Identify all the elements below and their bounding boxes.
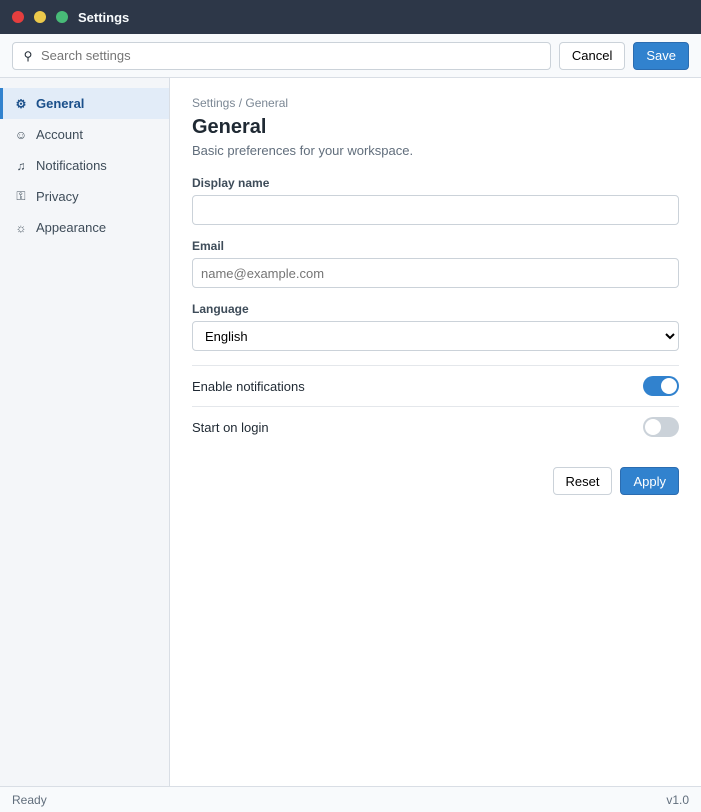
start-on-login-toggle[interactable] bbox=[643, 417, 679, 437]
sidebar-item-label: Notifications bbox=[36, 158, 107, 173]
maximize-window-button[interactable] bbox=[56, 11, 68, 23]
search-input[interactable] bbox=[41, 48, 542, 63]
sidebar: ⚙ General ☺ Account ♫ Notifications ⚿ Pr… bbox=[0, 78, 170, 786]
form-actions: Reset Apply bbox=[192, 467, 679, 495]
save-button[interactable]: Save bbox=[633, 41, 689, 70]
page-title: General bbox=[192, 116, 267, 138]
minimize-window-button[interactable] bbox=[34, 11, 46, 23]
gear-icon: ⚙ bbox=[15, 96, 27, 111]
cancel-button[interactable]: Cancel bbox=[558, 41, 626, 70]
toolbar: ⚲ Cancel Save bbox=[0, 34, 701, 78]
name-field-group: Display name bbox=[192, 176, 679, 225]
status-bar: Ready v1.0 bbox=[0, 786, 701, 812]
apply-button[interactable]: Apply bbox=[620, 467, 679, 495]
search-box: ⚲ bbox=[12, 41, 551, 70]
title-bar: Settings bbox=[0, 0, 701, 34]
language-field-label: Language bbox=[192, 302, 249, 316]
status-text: Ready bbox=[12, 792, 47, 807]
sidebar-item-label: General bbox=[36, 96, 85, 111]
window-title: Settings bbox=[78, 9, 130, 25]
sidebar-item-label: Privacy bbox=[36, 189, 79, 204]
page-subtitle: Basic preferences for your workspace. bbox=[192, 143, 414, 158]
toggle-row: Enable notifications bbox=[192, 365, 679, 406]
sidebar-item-general[interactable]: ⚙ General bbox=[0, 88, 169, 119]
sidebar-item-label: Account bbox=[36, 127, 83, 142]
toggle-label: Start on login bbox=[192, 419, 269, 435]
version-text: v1.0 bbox=[666, 792, 689, 807]
email-field[interactable] bbox=[192, 258, 679, 288]
sidebar-item-appearance[interactable]: ☼ Appearance bbox=[0, 212, 169, 243]
breadcrumb: Settings / General bbox=[192, 96, 289, 110]
reset-button[interactable]: Reset bbox=[552, 467, 613, 495]
toggle-row: Start on login bbox=[192, 406, 679, 447]
user-icon: ☺ bbox=[14, 127, 28, 142]
sidebar-item-privacy[interactable]: ⚿ Privacy bbox=[0, 181, 169, 212]
email-field-label: Email bbox=[192, 239, 225, 253]
language-select[interactable]: English bbox=[192, 321, 679, 351]
bell-icon: ♫ bbox=[16, 158, 26, 173]
language-field-group: Language English bbox=[192, 302, 679, 351]
sidebar-item-label: Appearance bbox=[36, 220, 107, 235]
sidebar-item-notifications[interactable]: ♫ Notifications bbox=[0, 150, 169, 181]
palette-icon: ☼ bbox=[15, 220, 27, 235]
lock-icon: ⚿ bbox=[16, 189, 26, 203]
content-area: ⚙ General ☺ Account ♫ Notifications ⚿ Pr… bbox=[0, 78, 701, 786]
toggle-label: Enable notifications bbox=[192, 378, 305, 394]
sidebar-item-account[interactable]: ☺ Account bbox=[0, 119, 169, 150]
search-icon: ⚲ bbox=[23, 48, 33, 63]
name-field[interactable] bbox=[192, 195, 679, 225]
email-field-group: Email bbox=[192, 239, 679, 288]
name-field-label: Display name bbox=[192, 176, 270, 190]
close-window-button[interactable] bbox=[12, 11, 24, 23]
main-panel: Settings / General General Basic prefere… bbox=[170, 78, 701, 786]
notifications-toggle[interactable] bbox=[643, 376, 679, 396]
